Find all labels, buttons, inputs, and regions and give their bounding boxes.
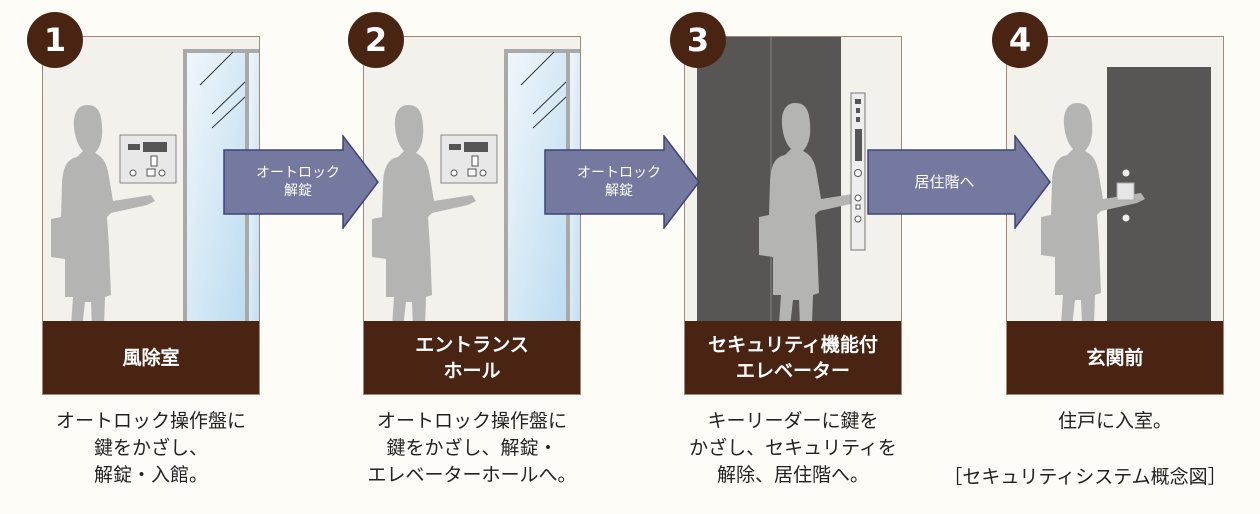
step-number-badge: 3 bbox=[670, 12, 726, 68]
autolock-control-panel bbox=[119, 134, 177, 184]
right-arrow-icon bbox=[867, 133, 1051, 231]
step-title: セキュリティ機能付 エレベーター bbox=[685, 321, 901, 394]
step-4-panel: 玄関前 bbox=[1006, 36, 1224, 395]
step-title: 風除室 bbox=[43, 321, 259, 394]
front-door-illustration bbox=[1007, 67, 1211, 327]
glass-reflection bbox=[199, 51, 234, 86]
step-caption: キーリーダーに鍵を かざし、セキュリティを 解除、居住階へ。 bbox=[689, 410, 897, 486]
autolock-control-panel bbox=[440, 134, 498, 184]
door-lock-lower bbox=[1122, 214, 1130, 222]
step-number-badge: 1 bbox=[27, 12, 83, 68]
step-caption: オートロック操作盤に 鍵をかざし、解錠・ エレベーターホールへ。 bbox=[367, 410, 577, 486]
step-number-badge: 4 bbox=[992, 12, 1048, 68]
arrow-label: オートロック 解錠 bbox=[577, 165, 661, 199]
step-2-panel: エントランス ホール bbox=[363, 36, 581, 395]
step-caption: オートロック操作盤に 鍵をかざし、 解錠・入館。 bbox=[55, 410, 246, 486]
step-title: エントランス ホール bbox=[364, 321, 580, 394]
right-arrow-icon bbox=[223, 133, 379, 231]
door-handle bbox=[1116, 182, 1135, 201]
step-title: 玄関前 bbox=[1007, 321, 1223, 394]
step-number-badge: 2 bbox=[348, 12, 404, 68]
arrow-step1-to-step2: オートロック 解錠 bbox=[223, 133, 380, 231]
arrow-step3-to-step4: 居住階へ bbox=[867, 133, 1052, 231]
figure-label: ［セキュリティシステム概念図］ bbox=[943, 466, 1227, 488]
arrow-step2-to-step3: オートロック 解錠 bbox=[544, 133, 701, 231]
arrow-label: オートロック 解錠 bbox=[256, 165, 340, 199]
step-caption: 住戸に入室。 bbox=[1057, 410, 1172, 432]
key-reader-panel bbox=[850, 92, 866, 251]
step-3-panel: セキュリティ機能付 エレベーター bbox=[684, 36, 902, 395]
arrow-label: 居住階へ bbox=[914, 173, 975, 191]
elevator-illustration bbox=[697, 37, 866, 327]
right-arrow-icon bbox=[544, 133, 700, 231]
step-1-panel: 風除室 bbox=[42, 36, 260, 395]
elevator-doors bbox=[697, 37, 841, 327]
door-lock-upper bbox=[1122, 169, 1130, 177]
